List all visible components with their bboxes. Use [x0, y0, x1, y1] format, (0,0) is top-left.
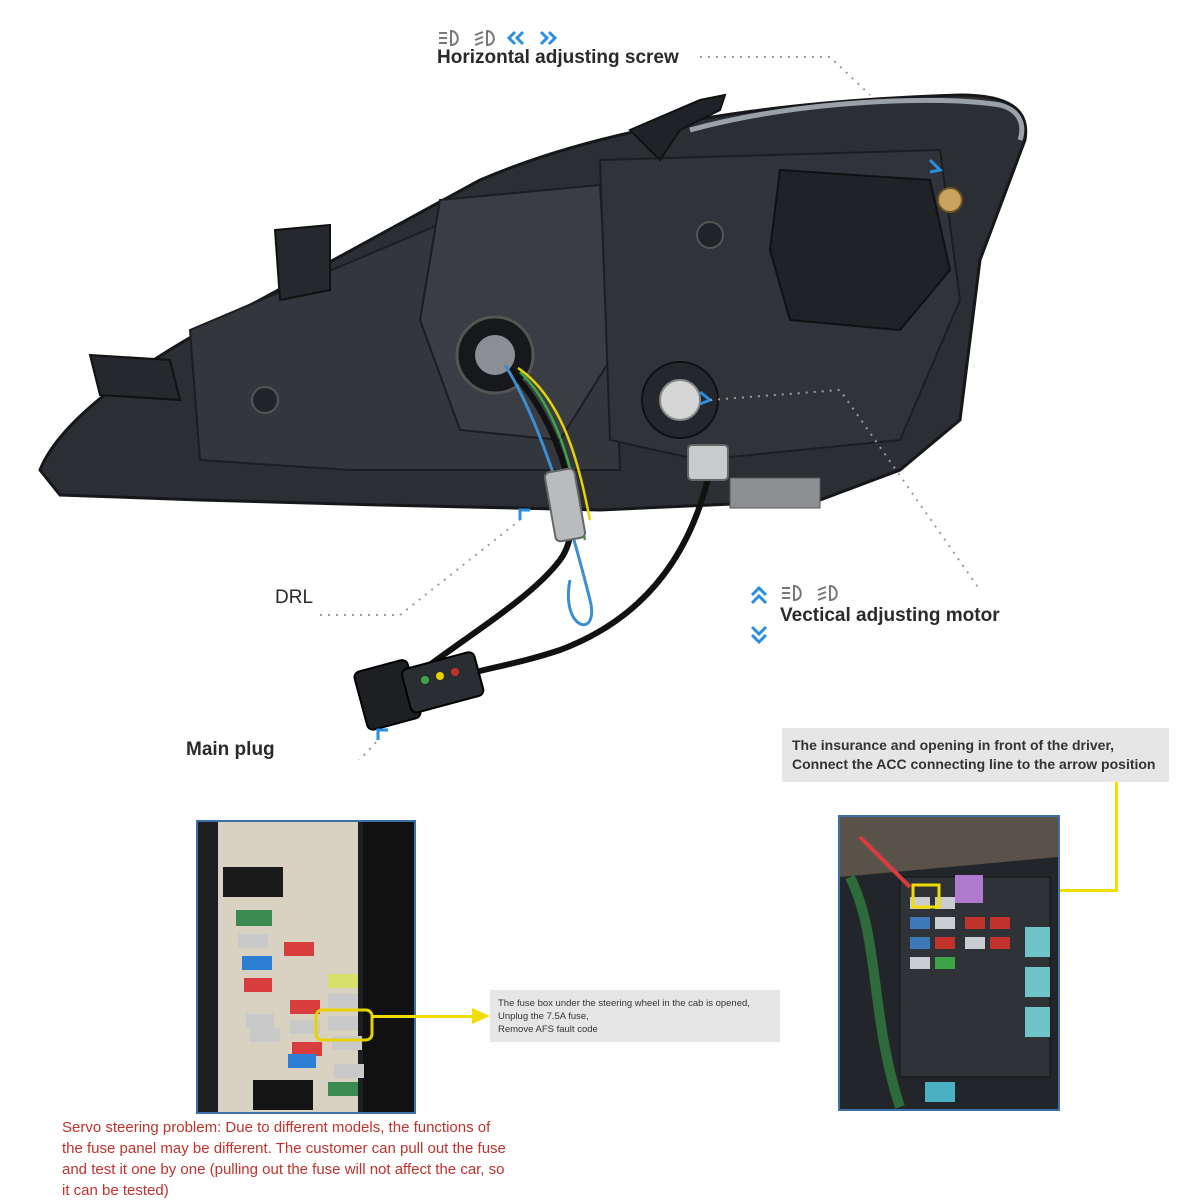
servo-steering-note: Servo steering problem: Due to different…: [62, 1117, 562, 1201]
horizontal-screw-label: Horizontal adjusting screw: [437, 47, 679, 68]
horizontal-screw-icons: [437, 28, 577, 48]
vertical-motor-icons: [750, 583, 850, 649]
vertical-motor-label: Vectical adjusting motor: [780, 605, 1000, 626]
drl-label: DRL: [275, 587, 314, 608]
headlight-icon: [474, 29, 495, 47]
horizontal-screw: [937, 187, 963, 213]
servo-note-line-3: and test it one by one (pulling out the …: [62, 1161, 505, 1178]
arrow-marker-plug: [376, 728, 388, 740]
insurance-line-2: Connect the ACC connecting line to the a…: [792, 756, 1156, 772]
headlight-icon: [817, 584, 838, 602]
arrow-right-double-icon: [539, 30, 558, 46]
yellow-fuse-arrow-line: [372, 1015, 477, 1018]
vertical-motor-gear: [641, 361, 719, 439]
main-plug-label: Main plug: [186, 739, 275, 760]
fuse-line-1: The fuse box under the steering wheel in…: [498, 998, 750, 1009]
fuse-line-2: Unplug the 7.5A fuse,: [498, 1011, 589, 1022]
servo-note-line-1: Servo steering problem: Due to different…: [62, 1119, 491, 1136]
arrow-up-double-icon: [750, 585, 768, 605]
yellow-arrow-line: [1115, 782, 1118, 892]
fuse-line-3: Remove AFS fault code: [498, 1024, 598, 1035]
engine-fuse-photo: [838, 815, 1060, 1111]
headlight-icon: [439, 29, 459, 47]
fuse-instruction-box: The fuse box under the steering wheel in…: [490, 990, 780, 1042]
motor-cover: [768, 168, 952, 332]
insurance-line-1: The insurance and opening in front of th…: [792, 737, 1115, 753]
headlight-icon: [782, 584, 802, 602]
servo-note-line-2: the fuse panel may be different. The cus…: [62, 1140, 506, 1157]
arrow-marker-screw: [928, 158, 944, 174]
servo-note-line-4: it can be tested): [62, 1182, 169, 1199]
arrow-marker-drl: [518, 508, 530, 520]
insurance-instruction-box: The insurance and opening in front of th…: [782, 728, 1169, 782]
cab-fuse-photo: [196, 820, 416, 1114]
yellow-fuse-arrow-head-icon: [472, 1008, 490, 1024]
headlamp-illustration: [38, 56, 1028, 760]
wire-black-1: [408, 367, 575, 683]
arrow-left-double-icon: [506, 30, 525, 46]
arrow-down-double-icon: [750, 625, 768, 645]
drl-connector: [543, 467, 587, 543]
wire-blue: [503, 364, 594, 627]
main-plug: [353, 651, 485, 731]
